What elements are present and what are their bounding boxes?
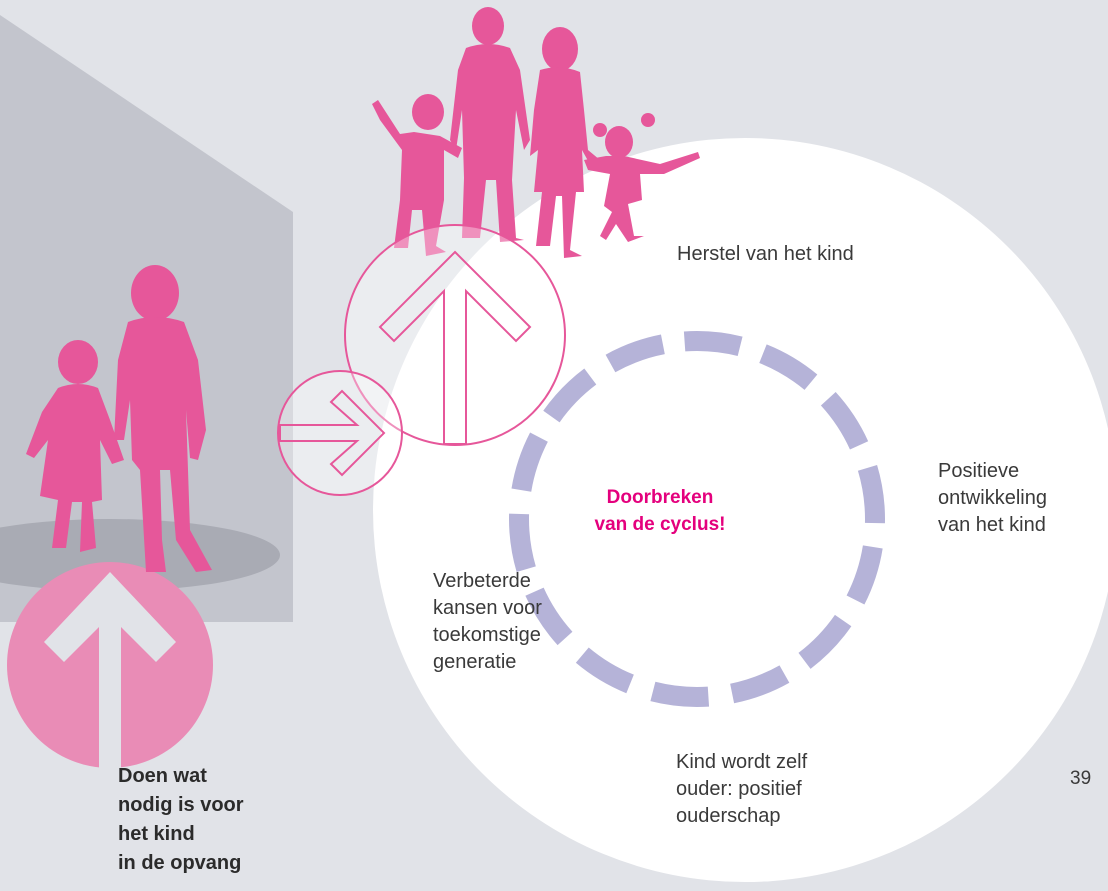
cycle-center-label: Doorbreken van de cyclus! bbox=[590, 484, 730, 538]
caption-line: Doen wat bbox=[118, 765, 207, 787]
caption-line: in de opvang bbox=[118, 852, 242, 874]
stage-label-line: ontwikkeling bbox=[938, 487, 1047, 509]
stage-label-line: Positieve bbox=[938, 460, 1020, 482]
outline-arrow-circle-small bbox=[277, 370, 403, 496]
stage-label-line: toekomstige bbox=[433, 624, 541, 646]
stage-label-line: Kind wordt zelf bbox=[676, 751, 808, 773]
stage-label-line: Herstel van het kind bbox=[677, 243, 854, 265]
arrow-up-icon bbox=[44, 572, 176, 768]
stage-label-line: van het kind bbox=[938, 514, 1046, 536]
arrow-right-icon bbox=[279, 389, 386, 477]
center-label-line: Doorbreken bbox=[606, 487, 714, 508]
family-silhouette bbox=[372, 7, 700, 258]
caption-line: het kind bbox=[118, 823, 195, 845]
stage-label-herstel: Herstel van het kind bbox=[677, 241, 854, 268]
page-number: 39 bbox=[1070, 768, 1092, 789]
cycle-ring bbox=[509, 330, 885, 707]
center-label-line: van de cyclus! bbox=[594, 514, 726, 535]
stage-label-verbeterde: Verbeterde kansen voor toekomstige gener… bbox=[433, 568, 542, 676]
adult-child-silhouette bbox=[26, 265, 212, 572]
cycle-background-circle bbox=[373, 138, 1108, 882]
caption-line: nodig is voor bbox=[118, 794, 244, 816]
stage-label-kind-ouder: Kind wordt zelf ouder: positief oudersch… bbox=[676, 749, 807, 830]
arrow-up-icon bbox=[378, 250, 532, 445]
stage-label-line: ouderschap bbox=[676, 805, 781, 827]
stage-label-line: ouder: positief bbox=[676, 778, 802, 800]
stage-label-positieve: Positieve ontwikkeling van het kind bbox=[938, 458, 1047, 539]
stage-label-line: kansen voor bbox=[433, 597, 542, 619]
stage-label-line: generatie bbox=[433, 651, 517, 673]
caption-doen-wat-nodig-is: Doen wat nodig is voor het kind in de op… bbox=[118, 762, 244, 878]
stage-label-line: Verbeterde bbox=[433, 570, 531, 592]
